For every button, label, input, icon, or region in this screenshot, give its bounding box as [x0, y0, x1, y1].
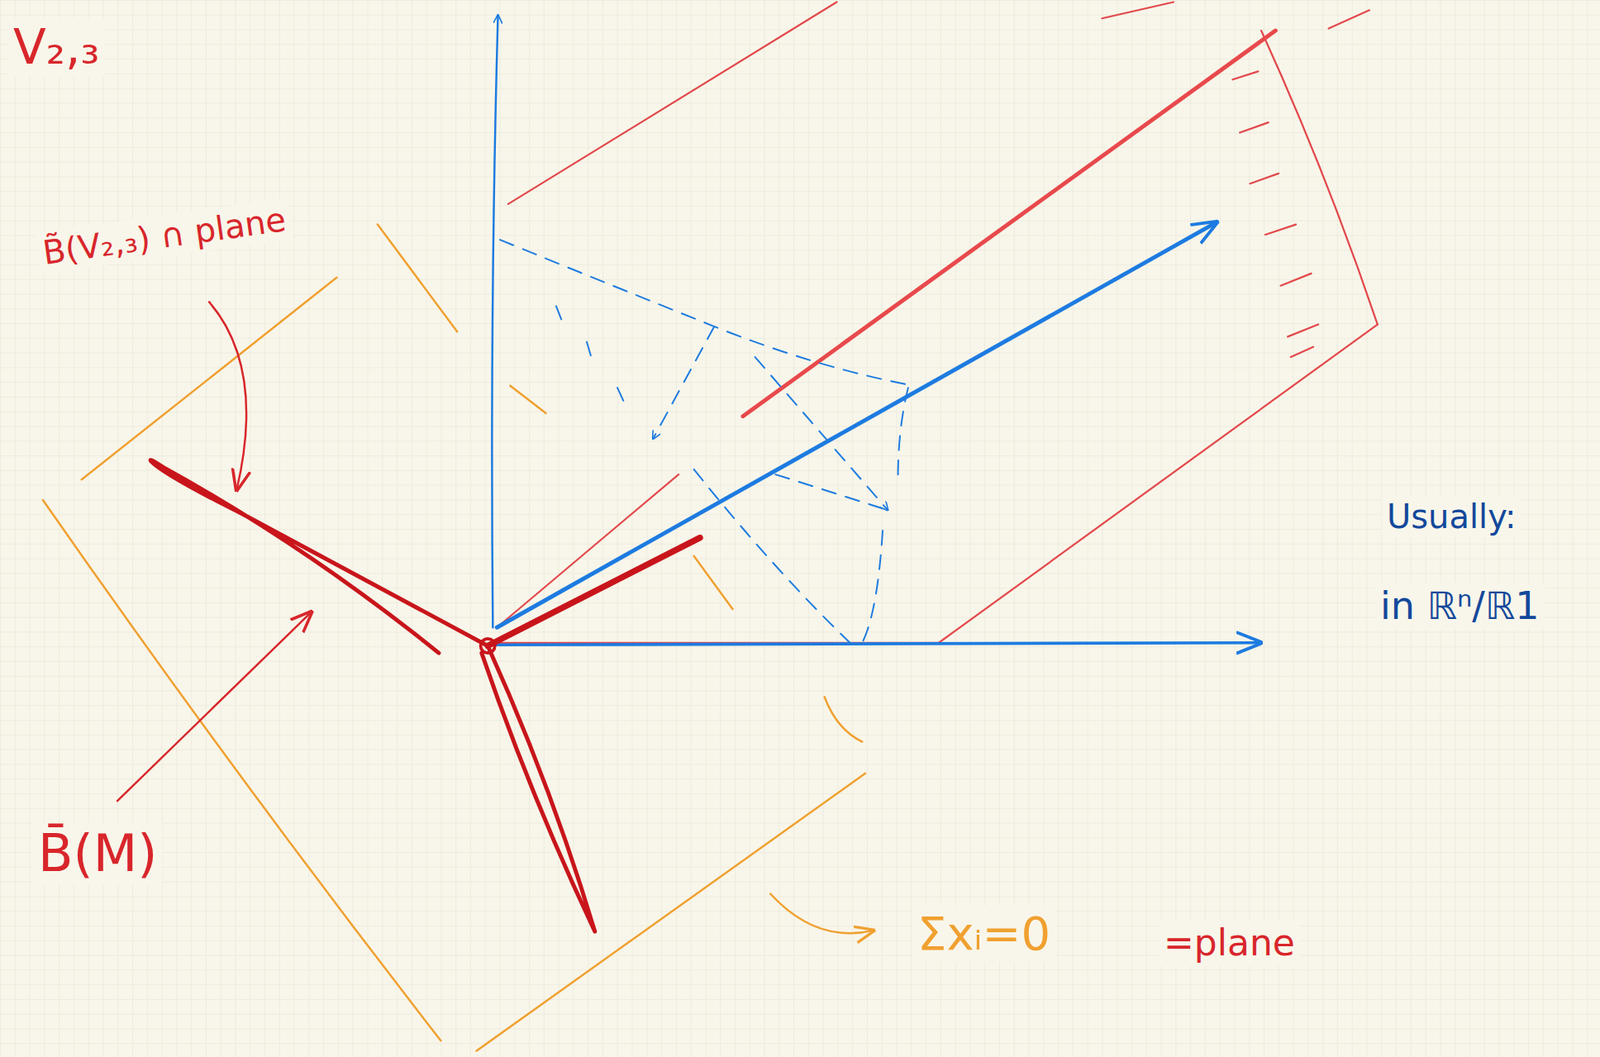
fan: [150, 460, 700, 933]
dashed-line: [500, 239, 914, 386]
region-edge: [508, 1, 838, 204]
dashed-line: [775, 474, 888, 510]
plane-edge: [377, 224, 458, 333]
math-label: in ℝⁿ/ℝ1: [1375, 582, 1545, 630]
origin-dot: [480, 638, 496, 653]
cone-region: [496, 1, 1378, 643]
dashed-line: [556, 305, 625, 403]
math-label: Σxᵢ=0: [912, 905, 1056, 962]
math-label: =plane: [1158, 920, 1300, 967]
axis: [491, 15, 498, 629]
dashed-line: [898, 387, 909, 480]
hatching: [1233, 71, 1320, 358]
annotation-arrows: [117, 301, 312, 801]
axis: [492, 642, 1260, 645]
math-label: Usually:: [1381, 495, 1521, 538]
plane-edge: [476, 773, 866, 1052]
region-edge: [938, 324, 1378, 643]
dashed-line: [652, 326, 715, 439]
plane-edge: [81, 277, 338, 480]
fan-petal: [150, 460, 488, 654]
math-label: B̄(M): [33, 822, 162, 885]
region-edge: [1101, 1, 1173, 19]
dashed-line: [694, 469, 853, 645]
plane-edge: [42, 500, 442, 1041]
fan-ray: [487, 538, 700, 647]
axes: [491, 15, 1261, 646]
region-edge: [1261, 30, 1378, 325]
leader-arrow: [117, 612, 312, 801]
region-edge: [1328, 9, 1370, 29]
dashed-simplex: [500, 239, 914, 645]
dashed-line: [861, 530, 883, 643]
plane-edge: [824, 696, 863, 742]
plane-outline: [42, 224, 874, 1052]
diagonal-vector: [496, 222, 1216, 628]
fan-petal: [481, 645, 596, 932]
region-boundary: [742, 30, 1277, 417]
leader-arrow: [209, 301, 247, 490]
plane-pointer: [770, 893, 874, 934]
plane-edge: [509, 385, 546, 414]
math-label: V₂,₃: [8, 18, 105, 77]
dashed-line: [755, 357, 889, 510]
region-edge: [496, 474, 679, 628]
plane-edge: [694, 556, 734, 610]
